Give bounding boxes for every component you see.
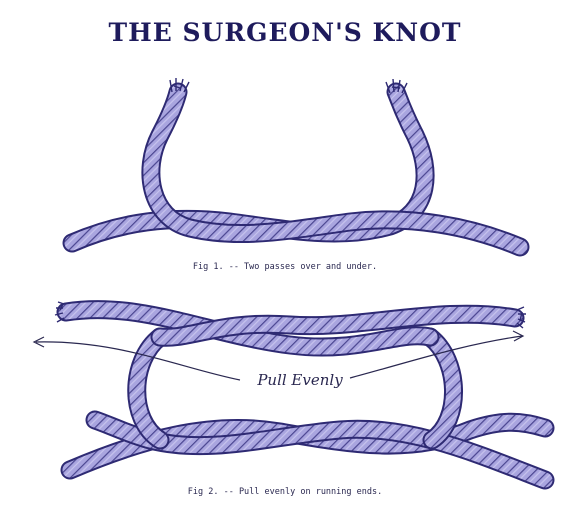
page-title: THE SURGEON'S KNOT	[108, 18, 462, 47]
pull-evenly-label: Pull Evenly	[256, 371, 343, 389]
fig2-frayed-end-left	[54, 301, 65, 323]
fig1-frayed-end-right	[385, 78, 408, 94]
fig1-knot	[62, 78, 530, 257]
fig2-knot	[54, 300, 555, 490]
pull-evenly-arrow	[32, 330, 525, 381]
fig1-caption: Fig 1. -- Two passes over and under.	[192, 262, 378, 272]
fig2-frayed-end-right	[516, 306, 526, 329]
fig1-frayed-end-left	[169, 78, 190, 93]
fig2-caption: Fig 2. -- Pull evenly on running ends.	[187, 487, 383, 497]
